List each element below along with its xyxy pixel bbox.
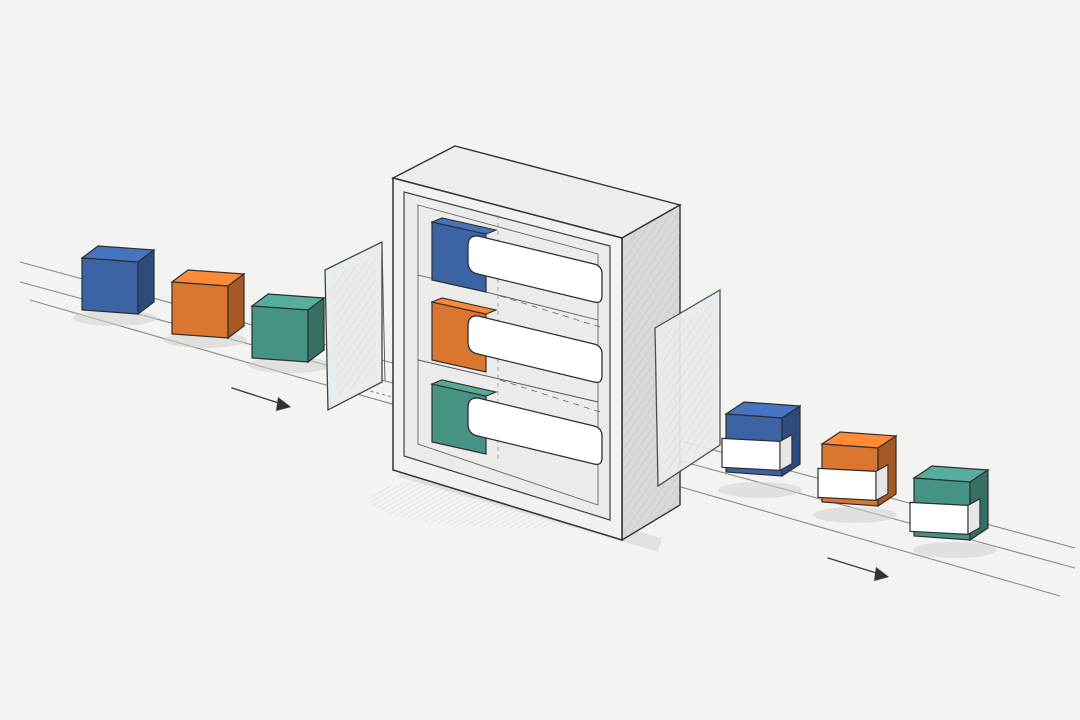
- label-tag: [467, 397, 603, 466]
- label-tag: [817, 463, 889, 502]
- input-cubes: [80, 245, 326, 364]
- input-cube-teal: [250, 293, 326, 364]
- label-tag: [909, 497, 981, 536]
- output-glass-panel: [654, 288, 721, 488]
- slot-orange: [430, 297, 603, 384]
- output-cube-blue: [721, 401, 802, 478]
- machine-slots: [430, 217, 603, 466]
- label-tag: [467, 235, 603, 304]
- cube-shadow: [913, 542, 997, 558]
- slot-blue: [430, 217, 603, 304]
- flow-arrow-input: [231, 387, 291, 411]
- flow-arrow-output: [827, 557, 889, 581]
- input-cube-blue: [80, 245, 156, 316]
- output-cube-orange: [817, 431, 898, 508]
- slot-teal: [430, 379, 603, 466]
- cube-shadow: [248, 357, 332, 373]
- label-tag: [467, 315, 603, 384]
- cube-shadow: [718, 482, 802, 498]
- output-cubes: [721, 401, 990, 542]
- input-cube-orange: [170, 269, 246, 340]
- output-cube-teal: [909, 465, 990, 542]
- label-tag: [721, 433, 793, 472]
- input-glass-panel: [324, 240, 386, 412]
- cube-shadow: [813, 507, 897, 523]
